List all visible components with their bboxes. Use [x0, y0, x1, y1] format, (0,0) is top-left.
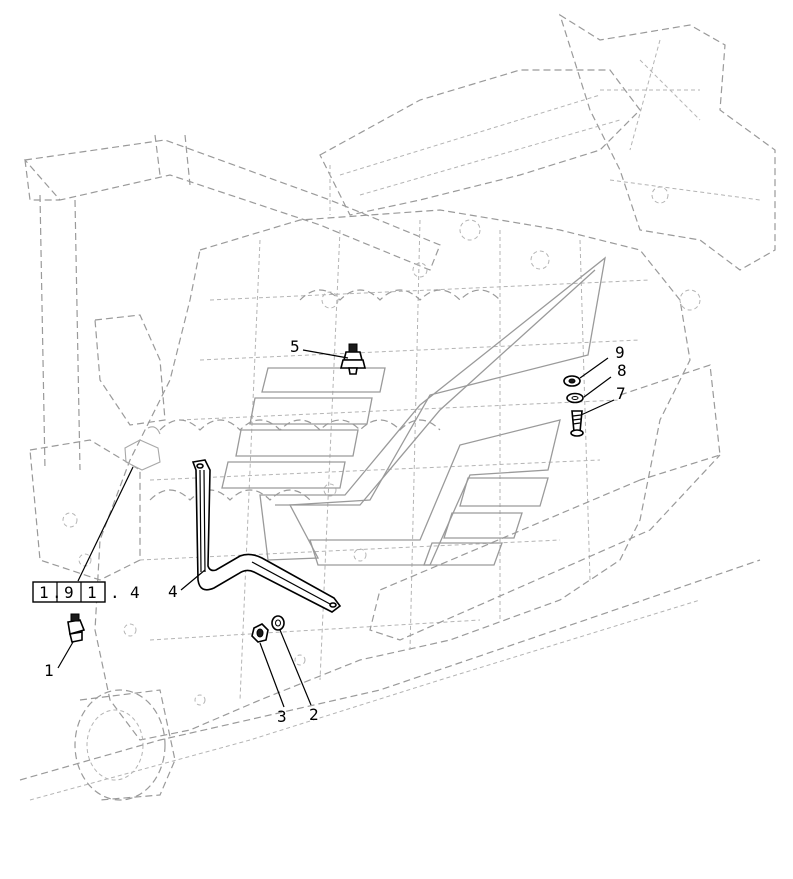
callout-7: 7 — [616, 384, 626, 403]
ref-suffix: 4 — [130, 583, 140, 602]
ref-separator-1: . — [52, 583, 62, 602]
ref-separator-2: . — [110, 583, 120, 602]
part-7-bolt[interactable] — [570, 410, 584, 437]
part-4-strap[interactable] — [191, 459, 342, 613]
leader-lines — [57, 349, 615, 708]
cross-reference-label[interactable]: 1 . 9 1 . 4 — [32, 581, 140, 603]
callout-1: 1 — [44, 661, 54, 680]
callout-9: 9 — [615, 343, 625, 362]
callout-2: 2 — [309, 705, 319, 724]
ref-digit-3: 1 — [87, 583, 97, 602]
part-3-nut[interactable] — [251, 623, 269, 643]
ref-digit-1: 1 — [39, 583, 49, 602]
callout-4: 4 — [168, 582, 178, 601]
ref-digit-2: 9 — [64, 583, 74, 602]
part-9-nut[interactable] — [563, 375, 581, 387]
part-5-sender[interactable] — [339, 343, 367, 375]
part-1-sensor[interactable] — [67, 613, 86, 643]
background-engine-ghost — [19, 13, 776, 801]
callout-5: 5 — [290, 337, 300, 356]
part-2-washer[interactable] — [271, 615, 285, 631]
callout-8: 8 — [617, 361, 627, 380]
callout-3: 3 — [277, 707, 287, 726]
part-8-washer[interactable] — [566, 392, 584, 404]
